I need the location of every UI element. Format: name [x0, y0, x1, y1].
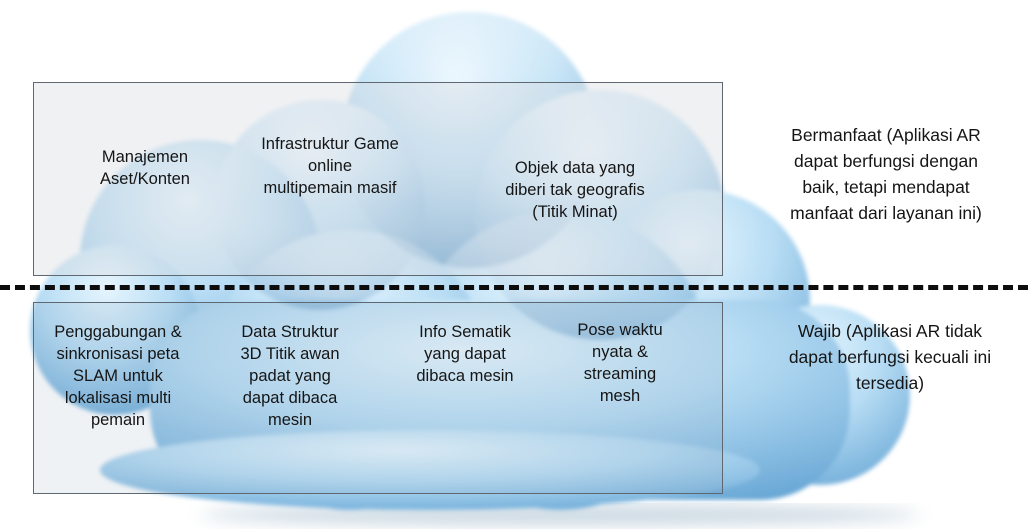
item-slam-map-merging: Penggabungan & sinkronisasi peta SLAM un…	[38, 321, 198, 431]
item-line: streaming	[583, 365, 657, 383]
item-line: yang dapat	[424, 345, 506, 363]
side-line: Wajib (Aplikasi AR tidak	[797, 321, 983, 341]
optional-side-label: Bermanfaat (Aplikasi AR dapat berfungsi …	[755, 122, 1017, 226]
item-line: Manajemen	[101, 148, 189, 166]
item-line: online	[307, 157, 353, 175]
item-line: dapat dibaca	[242, 389, 338, 407]
required-services-box	[33, 302, 723, 494]
side-line: Bermanfaat (Aplikasi AR	[791, 125, 981, 145]
item-asset-management: Manajemen Aset/Konten	[80, 146, 210, 190]
item-mmo-infrastructure: Infrastruktur Game online multipemain ma…	[240, 133, 420, 199]
item-line: lokalisasi multi	[64, 389, 172, 407]
item-line: diberi tak geografis	[505, 181, 645, 199]
item-line: nyata &	[592, 343, 648, 361]
item-realtime-pose: Pose waktu nyata & streaming mesh	[560, 319, 680, 407]
item-line: mesin	[267, 411, 312, 429]
item-line: Aset/Konten	[100, 170, 190, 188]
item-line: pemain	[90, 411, 146, 429]
side-line: dapat berfungsi kecuali ini	[788, 347, 992, 367]
required-side-label: Wajib (Aplikasi AR tidak dapat berfungsi…	[755, 318, 1025, 396]
item-line: padat yang	[249, 367, 331, 385]
item-point-cloud-data: Data Struktur 3D Titik awan padat yang d…	[225, 321, 355, 431]
side-line: tersedia)	[855, 373, 925, 393]
item-line: sinkronisasi peta	[56, 345, 180, 363]
item-poi-data: Objek data yang diberi tak geografis (Ti…	[480, 157, 670, 223]
side-line: manfaat dari layanan ini)	[790, 203, 982, 223]
item-line: Penggabungan &	[54, 323, 182, 341]
item-line: Pose waktu	[577, 321, 663, 339]
section-divider	[0, 285, 1028, 290]
item-line: multipemain masif	[263, 179, 397, 197]
item-line: Infrastruktur Game	[261, 135, 399, 153]
side-line: baik, tetapi mendapat	[802, 177, 970, 197]
item-line: dibaca mesin	[416, 367, 514, 385]
optional-services-box	[33, 82, 723, 276]
item-semantic-info: Info Sematik yang dapat dibaca mesin	[395, 321, 535, 387]
item-line: mesh	[599, 387, 641, 405]
item-line: Data Struktur	[241, 323, 339, 341]
item-line: Info Sematik	[419, 323, 511, 341]
side-line: dapat berfungsi dengan	[794, 151, 978, 171]
item-line: Objek data yang	[514, 159, 636, 177]
item-line: 3D Titik awan	[240, 345, 340, 363]
item-line: (Titik Minat)	[532, 203, 618, 221]
item-line: SLAM untuk	[73, 367, 163, 385]
